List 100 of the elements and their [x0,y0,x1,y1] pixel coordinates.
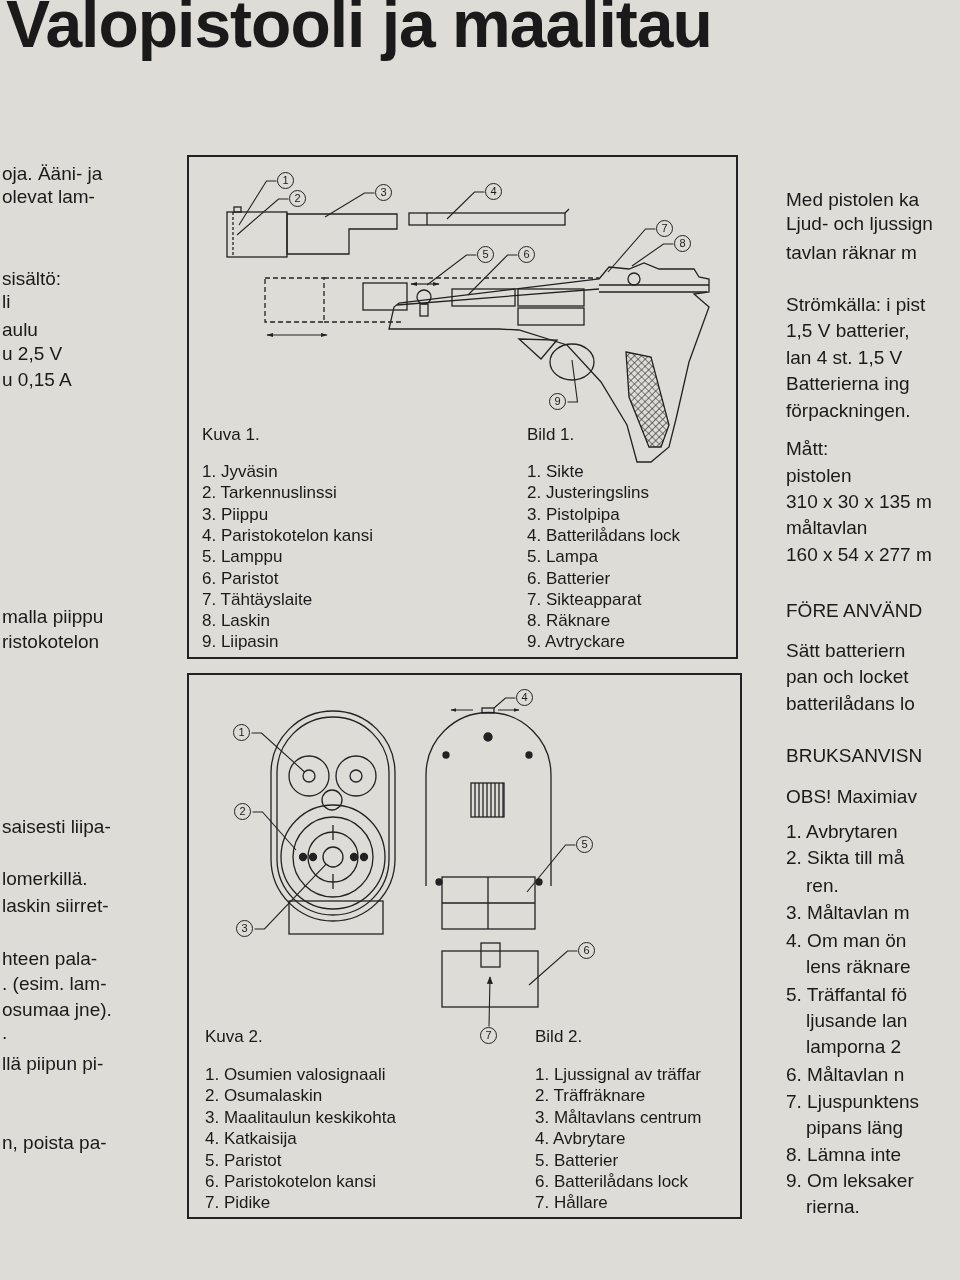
callout-number: 5 [477,246,494,263]
text-fragment: aulu [2,319,38,341]
text-fragment: olevat lam- [2,186,95,208]
legend-item: 9. Avtryckare [527,632,625,653]
text-fragment: saisesti liipa- [2,816,111,838]
text-fragment: tavlan räknar m [786,242,917,264]
text-fragment: 1. Avbrytaren [786,821,898,843]
text-fragment: pan och locket [786,666,909,688]
text-fragment: Batterierna ing [786,373,910,395]
legend-item: 3. Pistolpipa [527,504,620,525]
leader-line [566,359,579,403]
callout-number: 4 [485,183,502,200]
legend-item: 7. Sikteapparat [527,589,642,610]
text-fragment: Med pistolen ka [786,189,920,211]
text-fragment: 2. Sikta till må [786,847,905,869]
callout-number: 2 [234,803,251,820]
callout-number: 9 [549,393,566,410]
text-fragment: Strömkälla: i pist [786,294,926,316]
text-fragment: Mått: [786,438,829,460]
figure-caption: Bild 1. [527,425,575,445]
legend-item: 6. Paristokotelon kansi [205,1172,377,1192]
callout-number: 1 [277,172,294,189]
legend-item: 8. Laskin [202,611,271,632]
text-fragment: ljusande lan [806,1010,908,1032]
legend-item: 9. Liipasin [202,632,279,653]
callout-number: 4 [516,689,533,706]
figure-panel [187,155,738,659]
figure-caption: Kuva 2. [205,1027,263,1047]
text-fragment: pistolen [786,465,852,487]
text-fragment: u 0,15 A [2,369,72,391]
leader-line [426,254,478,286]
leader-line [528,950,579,986]
text-fragment: laskin siirret- [2,895,109,917]
legend-item: 6. Batterier [527,568,611,589]
leader-line [486,976,493,1028]
leader-line [631,243,675,267]
legend-item: 7. Hållare [535,1193,608,1214]
text-fragment: n, poista pa- [2,1132,107,1154]
text-fragment: lan 4 st. 1,5 V [786,347,903,369]
figure-panel [187,673,742,1219]
callout-number: 7 [480,1027,497,1044]
legend-item: 1. Jyväsin [202,462,278,482]
legend-item: 2. Justeringslins [527,483,649,504]
text-fragment: lamporna 2 [806,1036,902,1058]
text-fragment: batterilådans lo [786,693,915,715]
text-fragment: sisältö: [2,268,62,290]
text-fragment: u 2,5 V [2,343,63,365]
text-fragment: ren. [806,875,839,897]
legend-item: 3. Maalitaulun keskikohta [205,1107,396,1128]
indicator-circle [322,846,344,868]
callout-number: 1 [233,724,250,741]
text-fragment: förpackningen. [786,400,911,422]
leader-line [236,198,290,236]
indicator-circle [302,769,316,783]
leader-line [467,254,519,296]
legend-item: 1. Ljussignal av träffar [535,1065,701,1085]
legend-item: 6. Paristot [202,568,279,589]
legend-item: 4. Batterilådans lock [527,525,681,546]
text-fragment: måltavlan [786,517,868,539]
legend-item: 5. Paristot [205,1150,282,1171]
callout-number: 2 [289,190,306,207]
text-fragment: lens räknare [806,956,911,978]
text-fragment: Ljud- och ljussign [786,213,933,235]
section-heading: BRUKSANVISN [786,745,923,767]
legend-item: 2. Träffräknare [535,1086,646,1107]
leader-line [607,228,657,273]
legend-item: 3. Måltavlans centrum [535,1107,702,1128]
legend-item: 2. Osumalaskin [205,1086,323,1107]
text-fragment: 7. Ljuspunktens [786,1091,920,1113]
text-fragment: ristokotelon [2,631,100,653]
switch-knob [481,707,495,714]
text-fragment: 1,5 V batterier, [786,320,910,342]
text-fragment: 310 x 30 x 135 m [786,491,932,513]
text-fragment: llä piipun pi- [2,1053,104,1075]
callout-number: 3 [375,184,392,201]
text-fragment: osumaa jne). [2,999,112,1021]
text-fragment: 9. Om leksaker [786,1170,914,1192]
text-fragment: Sätt batteriern [786,640,906,662]
callout-number: 3 [236,920,253,937]
legend-item: 4. Paristokotelon kansi [202,525,374,546]
text-fragment: malla piippu [2,606,104,628]
callout-number: 8 [674,235,691,252]
section-heading: FÖRE ANVÄND [786,600,923,622]
legend-item: 7. Pidike [205,1193,271,1214]
legend-item: 2. Tarkennuslinssi [202,483,337,504]
callout-number: 7 [656,220,673,237]
figure-caption: Kuva 1. [202,425,260,445]
figure-caption: Bild 2. [535,1027,583,1047]
legend-item: 5. Lampa [527,547,598,568]
legend-item: 1. Sikte [527,462,584,482]
text-fragment: hteen pala- [2,948,98,970]
text-fragment: 6. Måltavlan n [786,1064,905,1086]
legend-item: 3. Piippu [202,504,269,525]
legend-item: 4. Katkaisija [205,1129,297,1150]
text-fragment: 8. Lämna inte [786,1144,902,1166]
text-fragment: OBS! Maximiav [786,786,917,808]
legend-item: 6. Batterilådans lock [535,1172,689,1192]
leader-line [251,811,297,851]
text-fragment: 160 x 54 x 277 m [786,544,932,566]
text-fragment: . [2,1022,8,1044]
